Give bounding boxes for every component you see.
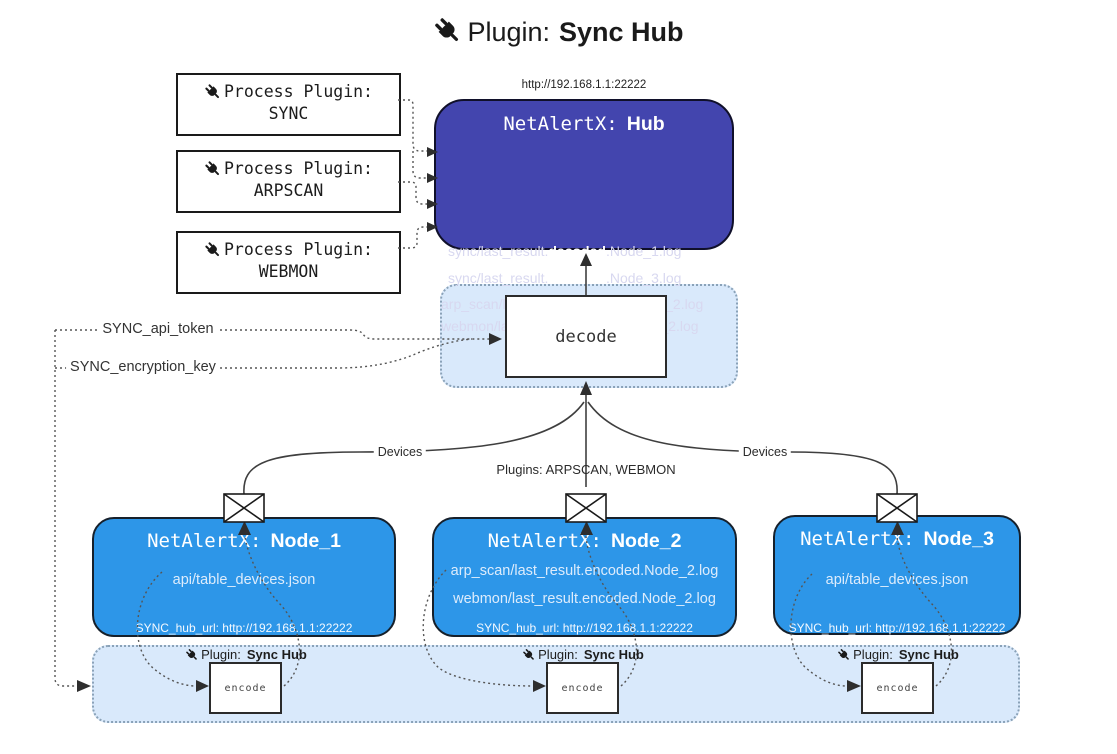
netalertx-node2-box: NetAlertX:Node_2 arp_scan/last_result.en… (432, 517, 737, 637)
node-file: api/table_devices.json (172, 572, 316, 588)
plug-icon (522, 648, 536, 662)
process-name: WEBMON (258, 262, 319, 281)
edge-settings-to-encode (54, 330, 77, 687)
devices-label-left: Devices (373, 445, 427, 459)
plug-icon (204, 160, 222, 178)
encode-plugin-label: Plugin:Sync Hub (837, 647, 959, 662)
page-title: Plugin: Sync Hub (0, 16, 1117, 48)
process-name: SYNC (268, 104, 309, 123)
plug-icon (185, 648, 199, 662)
netalertx-node1-box: NetAlertX:Node_1 api/table_devices.json … (92, 517, 396, 637)
process-label: Process Plugin: (223, 82, 373, 101)
plug-icon (433, 16, 463, 46)
node-hub-url: SYNC_hub_url: http://192.168.1.1:22222 (135, 621, 353, 635)
hub-url-label: http://192.168.1.1:22222 (521, 79, 647, 91)
edge-arpscan-to-hub (398, 181, 427, 205)
node-title: NetAlertX:Node_3 (800, 528, 994, 550)
encode-box: encode (209, 662, 282, 714)
process-label: Process Plugin: (223, 240, 373, 259)
hub-title: NetAlertX:Hub (503, 113, 665, 135)
edge-sync-to-hub (398, 99, 427, 152)
edge-webmon-to-hub (398, 226, 427, 249)
sync-encryption-key-label: SYNC_encryption_key (66, 359, 220, 375)
node-title: NetAlertX:Node_1 (147, 530, 341, 552)
node-hub-url: SYNC_hub_url: http://192.168.1.1:22222 (788, 621, 1006, 635)
encode-plugin-label: Plugin:Sync Hub (522, 647, 644, 662)
plug-icon (204, 83, 222, 101)
edge-sync-to-hub-2 (412, 151, 427, 179)
node-file: webmon/last_result.encoded.Node_2.log (453, 591, 716, 607)
devices-label-right: Devices (738, 445, 792, 459)
sync-api-token-label: SYNC_api_token (98, 321, 218, 337)
encode-plugin-label: Plugin:Sync Hub (185, 647, 307, 662)
node-file: api/table_devices.json (825, 572, 969, 588)
title-prefix: Plugin: (467, 17, 551, 47)
decode-box: decode (505, 295, 667, 378)
process-name: ARPSCAN (253, 181, 324, 200)
plug-icon (204, 241, 222, 259)
encode-box: encode (861, 662, 934, 714)
arrow-into-container (77, 680, 91, 692)
hub-log-line: sync/last_result.decoded.Node_3.log (448, 270, 682, 286)
title-name: Sync Hub (559, 17, 684, 47)
netalertx-hub-box: NetAlertX:Hub sync/last_result.decoded.N… (434, 99, 734, 334)
process-plugin-sync-box: Process Plugin: SYNC (176, 73, 401, 136)
netalertx-node3-box: NetAlertX:Node_3 api/table_devices.json … (773, 515, 1021, 635)
process-label: Process Plugin: (223, 159, 373, 178)
plug-icon (837, 648, 851, 662)
encode-box: encode (546, 662, 619, 714)
node-title: NetAlertX:Node_2 (487, 530, 682, 552)
process-plugin-arpscan-box: Process Plugin: ARPSCAN (176, 150, 401, 213)
hub-log-line: sync/last_result.decoded.Node_1.log (448, 243, 682, 259)
node-file: arp_scan/last_result.encoded.Node_2.log (450, 563, 719, 579)
plugins-edge-label: Plugins: ARPSCAN, WEBMON (496, 462, 676, 477)
node-hub-url: SYNC_hub_url: http://192.168.1.1:22222 (476, 621, 693, 635)
process-plugin-webmon-box: Process Plugin: WEBMON (176, 231, 401, 294)
